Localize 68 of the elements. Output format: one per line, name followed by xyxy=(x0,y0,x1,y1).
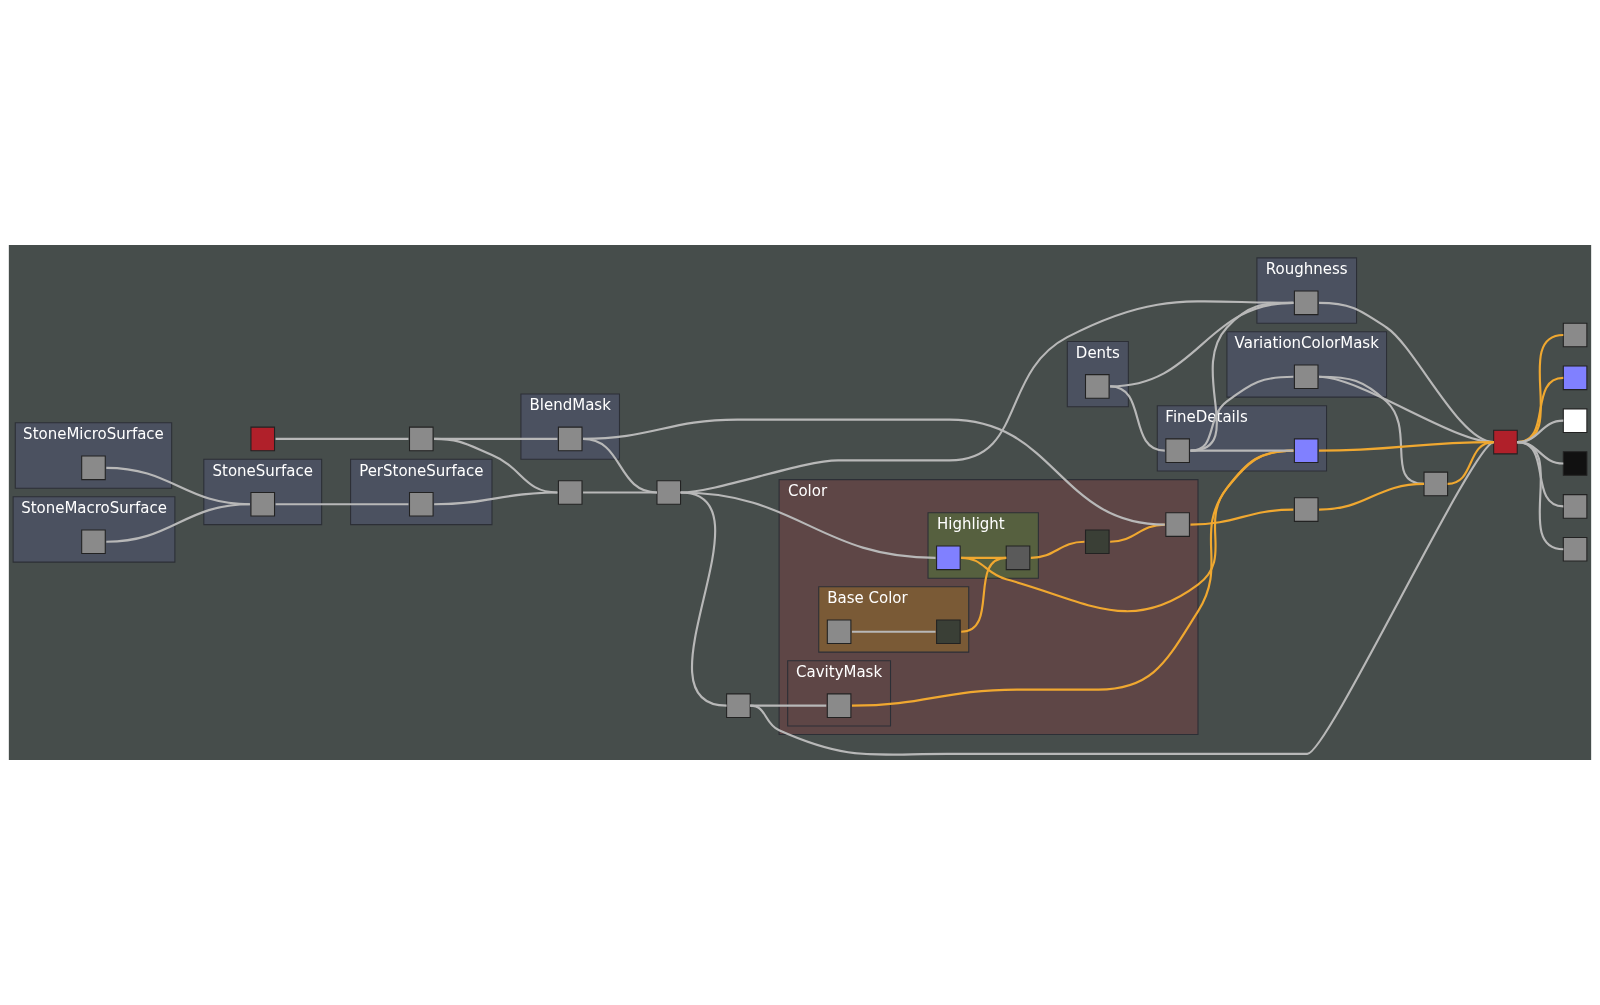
connector xyxy=(583,491,657,494)
connector xyxy=(434,437,558,440)
connector xyxy=(434,491,558,506)
connector xyxy=(749,441,1495,756)
connector xyxy=(1190,449,1294,452)
node-box xyxy=(1562,365,1588,391)
connector xyxy=(1190,301,1294,452)
node-box xyxy=(81,455,106,481)
connector xyxy=(680,300,1294,494)
connector xyxy=(434,437,558,494)
cluster: CavityMask xyxy=(787,660,892,727)
node-box xyxy=(936,619,961,645)
connector xyxy=(582,437,658,494)
connector xyxy=(1190,508,1294,526)
cluster: VariationColorMask xyxy=(1226,331,1388,398)
node-box xyxy=(408,426,434,452)
node-box xyxy=(1493,429,1518,455)
node-box xyxy=(557,426,583,452)
node-box xyxy=(1423,471,1449,497)
node-box xyxy=(1165,512,1190,537)
node-box xyxy=(250,426,276,452)
node-box xyxy=(1165,438,1190,463)
connector xyxy=(680,491,727,707)
node-box xyxy=(1293,290,1319,316)
connector xyxy=(961,556,1007,633)
node-box xyxy=(250,491,276,517)
connector xyxy=(1030,540,1085,559)
connector xyxy=(1447,441,1494,485)
connector xyxy=(106,503,250,543)
node-box xyxy=(557,480,583,505)
node-box xyxy=(1084,374,1110,399)
node-box xyxy=(1562,494,1588,519)
cluster: PerStoneSurface xyxy=(350,458,493,526)
connector xyxy=(583,418,1165,526)
cluster: StoneMacroSurface xyxy=(12,496,176,563)
node-box xyxy=(81,529,106,555)
connector xyxy=(1517,441,1564,508)
node-box xyxy=(1562,322,1588,348)
node-box xyxy=(1084,529,1110,555)
node-box xyxy=(1005,545,1031,571)
cluster: Dents xyxy=(1066,340,1129,408)
cluster: Roughness xyxy=(1256,257,1358,324)
cluster: Highlight xyxy=(927,512,1039,579)
node-box xyxy=(656,480,682,505)
connector xyxy=(1319,482,1425,511)
connector xyxy=(275,437,409,440)
node-box xyxy=(1562,536,1588,562)
node-box xyxy=(826,693,852,718)
node-box xyxy=(726,693,751,718)
cluster: BlendMask xyxy=(520,393,620,460)
cluster: Base Color xyxy=(818,586,970,653)
node-box xyxy=(1293,497,1319,522)
node-box xyxy=(1293,438,1319,463)
connector xyxy=(1109,385,1165,452)
connector xyxy=(275,503,409,506)
connector xyxy=(851,630,936,633)
node-box xyxy=(936,545,961,571)
node-box xyxy=(408,491,434,517)
cluster: StoneSurface xyxy=(203,458,323,526)
node-box xyxy=(1293,364,1319,390)
node-box xyxy=(1562,451,1588,476)
connector xyxy=(1517,441,1564,551)
connector xyxy=(851,449,1294,707)
connector xyxy=(961,449,1294,613)
node-box xyxy=(1562,408,1588,433)
connector xyxy=(1110,301,1294,388)
cluster: StoneMicroSurface xyxy=(14,422,173,489)
node-box xyxy=(826,619,852,645)
